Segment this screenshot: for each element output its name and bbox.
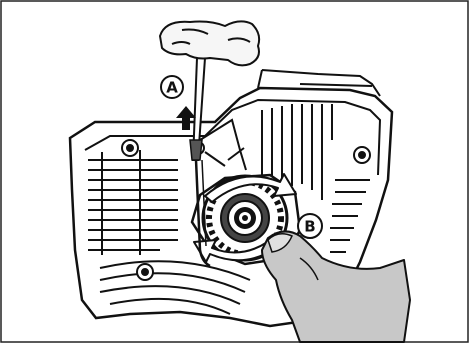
callout-b-label: B bbox=[304, 218, 315, 236]
callout-a: A bbox=[161, 76, 183, 98]
callout-b: B bbox=[298, 214, 322, 238]
callout-a-label: A bbox=[166, 79, 178, 97]
